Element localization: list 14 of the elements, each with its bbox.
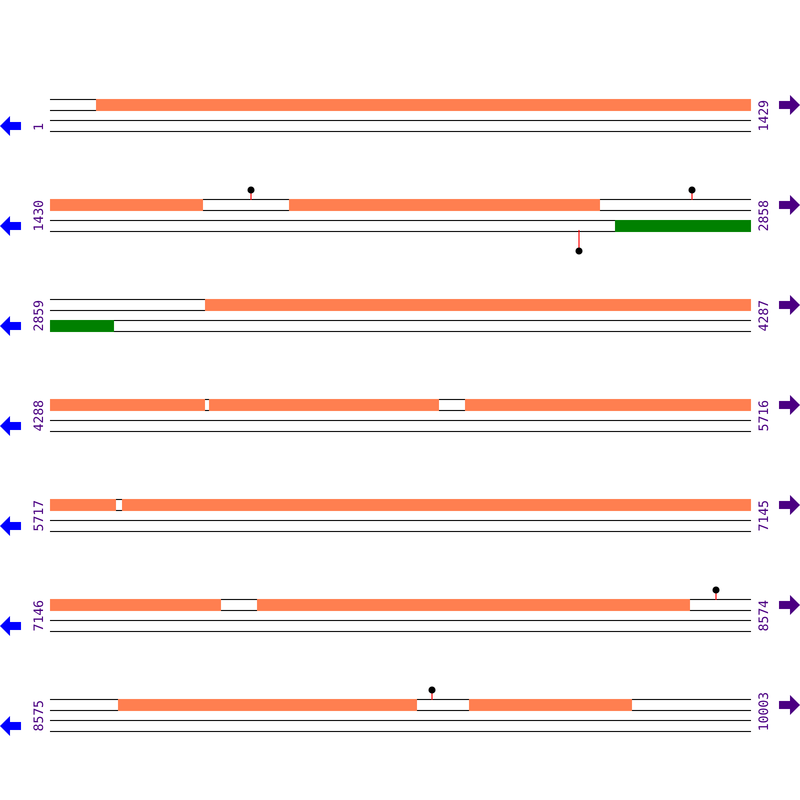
end-position: 10003 (758, 692, 772, 731)
end-position: 2858 (758, 200, 772, 231)
start-position: 4288 (33, 400, 47, 431)
start-position: 1430 (33, 200, 47, 231)
end-position: 7145 (758, 500, 772, 531)
start-position: 2859 (33, 300, 47, 331)
end-position: 8574 (758, 600, 772, 631)
start-position: 1 (33, 123, 47, 131)
end-position: 1429 (758, 100, 772, 131)
start-position: 8575 (33, 700, 47, 731)
end-position: 4287 (758, 300, 772, 331)
end-position: 5716 (758, 400, 772, 431)
start-position: 7146 (33, 600, 47, 631)
start-position: 5717 (33, 500, 47, 531)
